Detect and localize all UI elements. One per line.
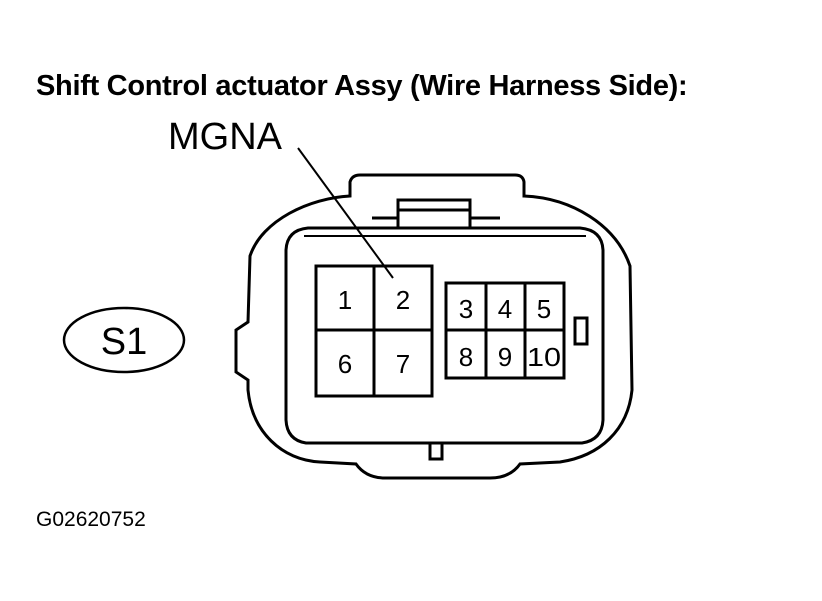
figure-code: G02620752 [36,508,146,531]
pin-9: 9 [498,342,512,372]
pin-3: 3 [459,294,473,324]
diagram-title: Shift Control actuator Assy (Wire Harnes… [36,70,688,102]
pin-4: 4 [498,294,512,324]
connector-latch [396,198,472,228]
pin-2: 2 [396,285,410,315]
connector-bottom-key [428,441,444,461]
pin-7: 7 [396,349,410,379]
connector-housing-inner [284,226,605,445]
pin-5: 5 [537,294,551,324]
callout-leader-line [297,147,394,279]
pin-8: 8 [459,342,473,372]
connector-housing-outer [234,173,634,480]
callout-label-mgna: MGNA [168,116,282,158]
connector-code-badge [62,306,186,374]
connector-side-tab [573,316,589,346]
pin-1: 1 [338,285,352,315]
connector-code-label: S1 [101,321,147,363]
pin-10: 10 [527,342,561,372]
pin-6: 6 [338,349,352,379]
